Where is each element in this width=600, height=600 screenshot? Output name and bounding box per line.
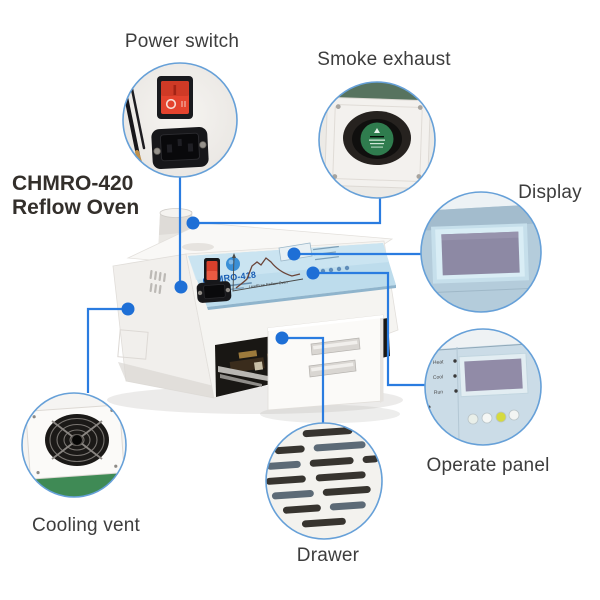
power-socket-icon — [151, 126, 209, 170]
run-led — [454, 389, 458, 393]
callout-circle-drawer — [265, 422, 383, 540]
anchor-dot-display — [287, 247, 301, 261]
display-screen-icon — [431, 223, 529, 284]
operate-screen — [458, 352, 529, 398]
page-title: CHMRO-420 Reflow Oven — [12, 172, 139, 219]
connector-cooling-vent — [86, 307, 128, 393]
callout-circle-power-switch — [122, 62, 238, 178]
drawer-rail — [218, 366, 268, 381]
callout-circle-cooling-vent — [21, 392, 127, 498]
anchor-dot-cooling-vent — [121, 302, 135, 316]
oven-left-face — [112, 253, 215, 399]
drawer-shadow — [260, 405, 400, 423]
cool-led — [453, 374, 457, 378]
cooling-fan-icon — [45, 414, 109, 466]
title-product: Reflow Oven — [12, 195, 140, 219]
anchor-dot-operate-panel — [306, 266, 320, 280]
label-operate-panel: Operate panel — [426, 455, 550, 476]
title-model: CHMRO-420 — [12, 172, 134, 195]
label-cooling-vent: Cooling vent — [31, 515, 141, 536]
panel-tagline-text: LeadFree Reflow Oven — [249, 280, 288, 289]
operate-buttons — [467, 409, 520, 425]
duct-shadow — [182, 243, 214, 251]
svg-text:Run: Run — [434, 389, 444, 396]
control-panel: CHMRO-418 LeadFree Reflow Oven — [188, 242, 396, 310]
label-drawer: Drawer — [296, 545, 360, 566]
drawer-grille-icon — [266, 427, 379, 528]
connector-drawer — [282, 336, 325, 423]
label-power-switch: Power switch — [124, 31, 240, 52]
heat-led — [453, 359, 457, 363]
anchor-dot-power-switch — [174, 280, 188, 294]
connector-operate-panel — [313, 271, 425, 387]
label-display: Display — [518, 182, 582, 203]
oven-power-switch — [196, 258, 232, 303]
rocker-switch-icon — [157, 76, 193, 119]
connector-smoke-exhaust — [193, 198, 382, 225]
label-smoke-exhaust: Smoke exhaust — [317, 49, 451, 70]
exhaust-fan-icon — [343, 111, 411, 165]
drawer-rail — [220, 374, 262, 387]
callout-circle-operate-panel: Heat Cool Run — [424, 328, 542, 446]
callout-circle-display — [420, 191, 542, 313]
svg-text:Cool: Cool — [433, 374, 444, 381]
svg-text:Heat: Heat — [433, 359, 445, 366]
indicator-labels: Heat Cool Run — [433, 359, 445, 396]
anchor-dot-drawer — [275, 331, 289, 345]
callout-circle-smoke-exhaust — [318, 81, 436, 199]
anchor-dot-smoke-exhaust — [186, 216, 200, 230]
